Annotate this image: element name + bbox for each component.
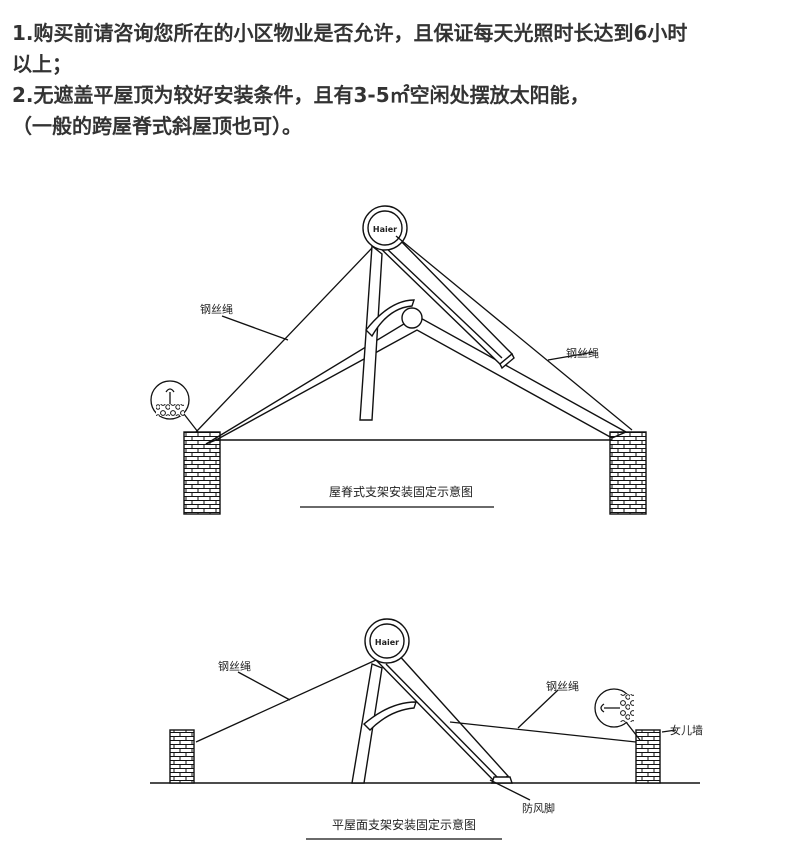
tank-brand: Haier bbox=[373, 225, 397, 234]
label-wind-foot: 防风脚 bbox=[522, 801, 555, 815]
right-wall bbox=[609, 431, 647, 515]
water-tank bbox=[362, 205, 408, 251]
roof-caption: 屋脊式支架安装固定示意图 bbox=[329, 484, 473, 499]
label-wire-right-flat: 钢丝绳 bbox=[546, 679, 579, 693]
flat-roof-diagram: Haier 钢丝绳 钢丝绳 女儿墙 防风脚 平屋面支架安装固定示意图 bbox=[150, 618, 703, 840]
left-parapet bbox=[169, 729, 195, 784]
right-parapet bbox=[635, 729, 661, 784]
label-wire-right: 钢丝绳 bbox=[566, 346, 599, 360]
label-wire-left-flat: 钢丝绳 bbox=[218, 659, 251, 673]
intro-line-3: （一般的跨屋脊式斜屋顶也可）。 bbox=[12, 114, 302, 138]
label-parapet: 女儿墙 bbox=[670, 723, 703, 737]
intro-line-1: 1.购买前请咨询您所在的小区物业是否允许，且保证每天光照时长达到6小时 bbox=[12, 21, 688, 45]
left-wall bbox=[183, 431, 221, 515]
tank-brand-flat: Haier bbox=[375, 638, 399, 647]
anchor-detail-callout-flat bbox=[594, 688, 641, 741]
label-wire-left: 钢丝绳 bbox=[200, 302, 233, 316]
intro-line-2: 2.无遮盖平屋顶为较好安装条件，且有3-5㎡空闲处摆放太阳能， bbox=[12, 83, 590, 107]
solar-water-heater-flat bbox=[351, 618, 513, 784]
steel-wires-flat bbox=[195, 659, 677, 801]
solar-water-heater bbox=[359, 205, 515, 421]
gable-roof bbox=[205, 307, 627, 445]
water-tank-flat bbox=[364, 618, 410, 664]
intro-line-1-cont: 以上； bbox=[12, 52, 72, 76]
anchor-detail-callout bbox=[150, 380, 199, 433]
flat-caption: 平屋面支架安装固定示意图 bbox=[332, 817, 476, 832]
ridge-roof-diagram: Haier 钢丝绳 钢丝绳 屋脊式支架安装固定示意图 bbox=[150, 205, 647, 515]
intro-text: 1.购买前请咨询您所在的小区物业是否允许，且保证每天光照时长达到6小时 以上； … bbox=[12, 18, 782, 142]
steel-wires bbox=[195, 235, 633, 433]
